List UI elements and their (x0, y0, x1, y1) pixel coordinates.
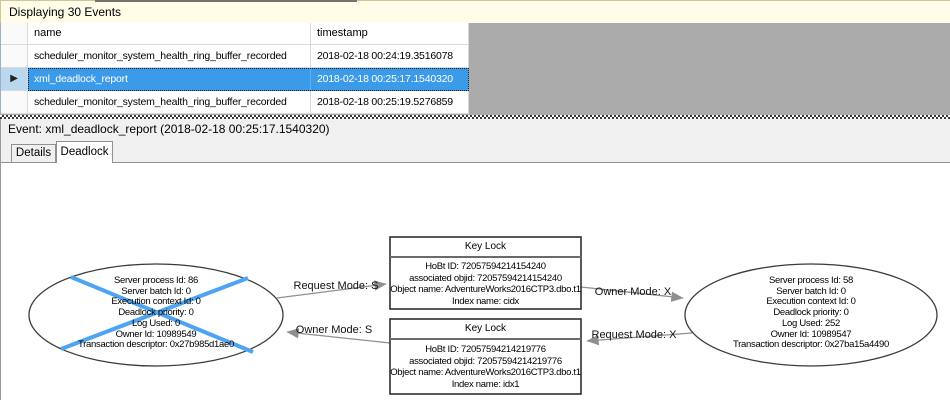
edge-label-request-s: Request Mode: S (293, 280, 379, 292)
event-name-cell: scheduler_monitor_system_health_ring_buf… (28, 91, 311, 114)
events-grid: name timestamp scheduler_monitor_system_… (0, 23, 950, 115)
grid-header-row: name timestamp (1, 23, 469, 45)
horizontal-splitter[interactable] (0, 115, 950, 119)
column-header-name[interactable]: name (28, 23, 311, 45)
table-row[interactable]: scheduler_monitor_system_health_ring_buf… (1, 91, 469, 114)
edge-owner-s (286, 328, 391, 344)
row-selector-header-cell (1, 23, 28, 45)
row-selector-cell: ▶ (1, 68, 28, 91)
events-count-label: Displaying 30 Events (9, 5, 122, 19)
process-victim-details: Server process Id: 86 Server batch Id: 0… (78, 275, 234, 351)
tab-deadlock[interactable]: Deadlock (56, 141, 113, 163)
events-count-bar: Displaying 30 Events (0, 0, 950, 23)
resource-node-key-lock-1[interactable] (389, 236, 582, 310)
row-selector-cell (1, 45, 28, 68)
process-details: Server process Id: 58 Server batch Id: 0… (733, 275, 889, 351)
tab-strip: Details Deadlock (0, 140, 950, 163)
top-edge-fragment (95, 0, 357, 2)
edge-request-s (276, 280, 387, 299)
resource-details: HoBt ID: 72057594214154240 associated ob… (390, 261, 581, 307)
edge-request-x (586, 332, 693, 346)
edge-label-owner-x: Owner Mode: X (594, 286, 672, 298)
tab-details[interactable]: Details (11, 144, 56, 162)
resource-title: Key Lock (464, 323, 507, 334)
row-selector-cell (1, 91, 28, 114)
resource-node-key-lock-2[interactable] (389, 318, 582, 395)
process-node[interactable] (684, 263, 938, 367)
deadlock-graph-panel: Server process Id: 86 Server batch Id: 0… (0, 163, 950, 400)
event-timestamp-cell: 2018-02-18 00:25:19.5276859 (311, 91, 469, 114)
event-timestamp-cell: 2018-02-18 00:24:19.3516078 (311, 45, 469, 68)
deadlock-graph-canvas (28, 236, 938, 395)
current-row-marker-icon: ▶ (10, 73, 18, 84)
column-header-timestamp[interactable]: timestamp (311, 23, 469, 45)
resource-title: Key Lock (464, 241, 507, 252)
event-name-cell: xml_deadlock_report (28, 68, 311, 91)
event-name-cell: scheduler_monitor_system_health_ring_buf… (28, 45, 311, 68)
event-header-label: Event: xml_deadlock_report (2018-02-18 0… (8, 122, 330, 136)
table-row[interactable]: scheduler_monitor_system_health_ring_buf… (1, 45, 469, 68)
resource-details: HoBt ID: 72057594214219776 associated ob… (390, 344, 581, 390)
event-header-bar: Event: xml_deadlock_report (2018-02-18 0… (0, 119, 950, 140)
table-row-selected[interactable]: ▶ xml_deadlock_report 2018-02-18 00:25:1… (1, 68, 469, 91)
edge-owner-x (580, 286, 684, 302)
event-timestamp-cell: 2018-02-18 00:25:17.1540320 (311, 68, 469, 91)
edge-label-request-x: Request Mode: X (591, 329, 677, 341)
edge-label-owner-s: Owner Mode: S (295, 324, 373, 336)
victim-cross-icon (60, 275, 254, 354)
